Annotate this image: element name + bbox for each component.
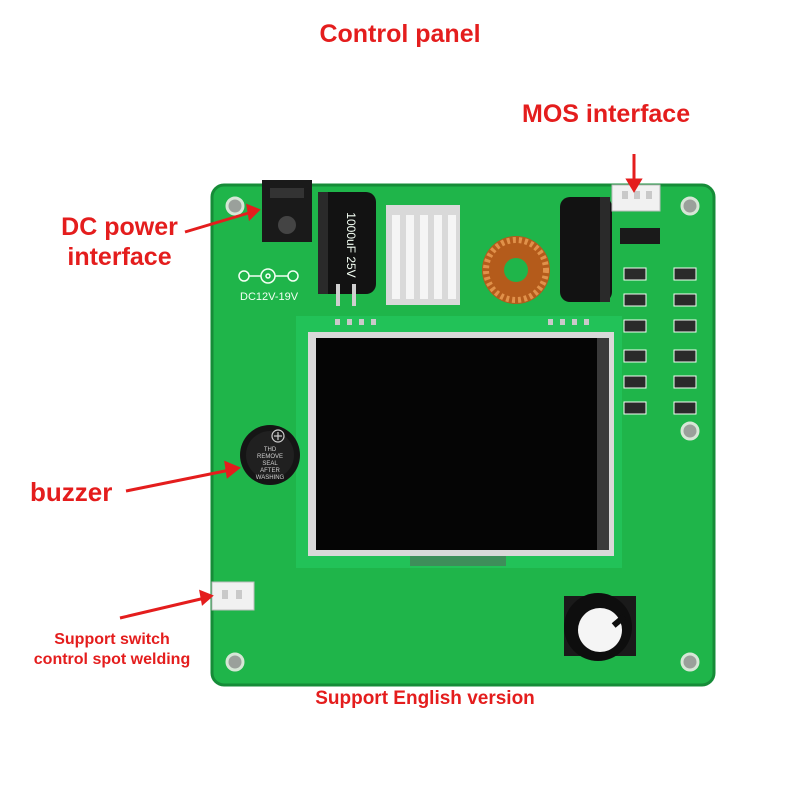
label-dc-line1: DC power — [61, 213, 178, 241]
arrow-switch — [119, 596, 206, 620]
capacitor-left: 1000uF 25V — [318, 192, 376, 306]
label-buzzer: buzzer — [30, 477, 113, 507]
callout-arrows — [119, 154, 643, 620]
label-english-version: Support English version — [315, 688, 535, 709]
svg-text:AFTER: AFTER — [260, 468, 280, 474]
arrow-buzzer — [125, 468, 231, 493]
smd-components — [623, 267, 697, 415]
label-dc-line2: interface — [67, 243, 172, 271]
buzzer-component: THD REMOVE SEAL AFTER WASHING — [240, 425, 300, 485]
switch-connector — [211, 581, 255, 611]
svg-text:THD: THD — [264, 447, 277, 453]
label-switch-spot-welding: Support switch control spot welding — [12, 630, 212, 670]
heatsink — [386, 205, 460, 305]
polarity-symbol — [238, 268, 299, 284]
svg-text:1000uF 25V: 1000uF 25V — [344, 212, 358, 277]
label-dc-power-interface: DC power interface — [42, 212, 197, 272]
label-mos-interface: MOS interface — [522, 100, 691, 128]
svg-text:REMOVE: REMOVE — [257, 454, 283, 460]
arrow-dc — [184, 210, 253, 234]
label-switch-line1: Support switch — [54, 631, 170, 648]
toroid-inductor — [482, 236, 550, 304]
mounting-holes — [225, 196, 700, 672]
pcb-board-shade — [210, 183, 716, 687]
svg-text:SEAL: SEAL — [262, 461, 278, 467]
lcd-module — [296, 316, 622, 568]
voltage-silk-label: DC12V-19V — [240, 291, 299, 303]
label-switch-line2: control spot welding — [33, 651, 191, 668]
dc-power-jack — [262, 180, 312, 242]
rotary-knob — [564, 593, 636, 661]
title-control-panel: Control panel — [319, 20, 481, 48]
svg-text:WASHING: WASHING — [256, 475, 285, 481]
capacitor-right — [560, 197, 612, 302]
